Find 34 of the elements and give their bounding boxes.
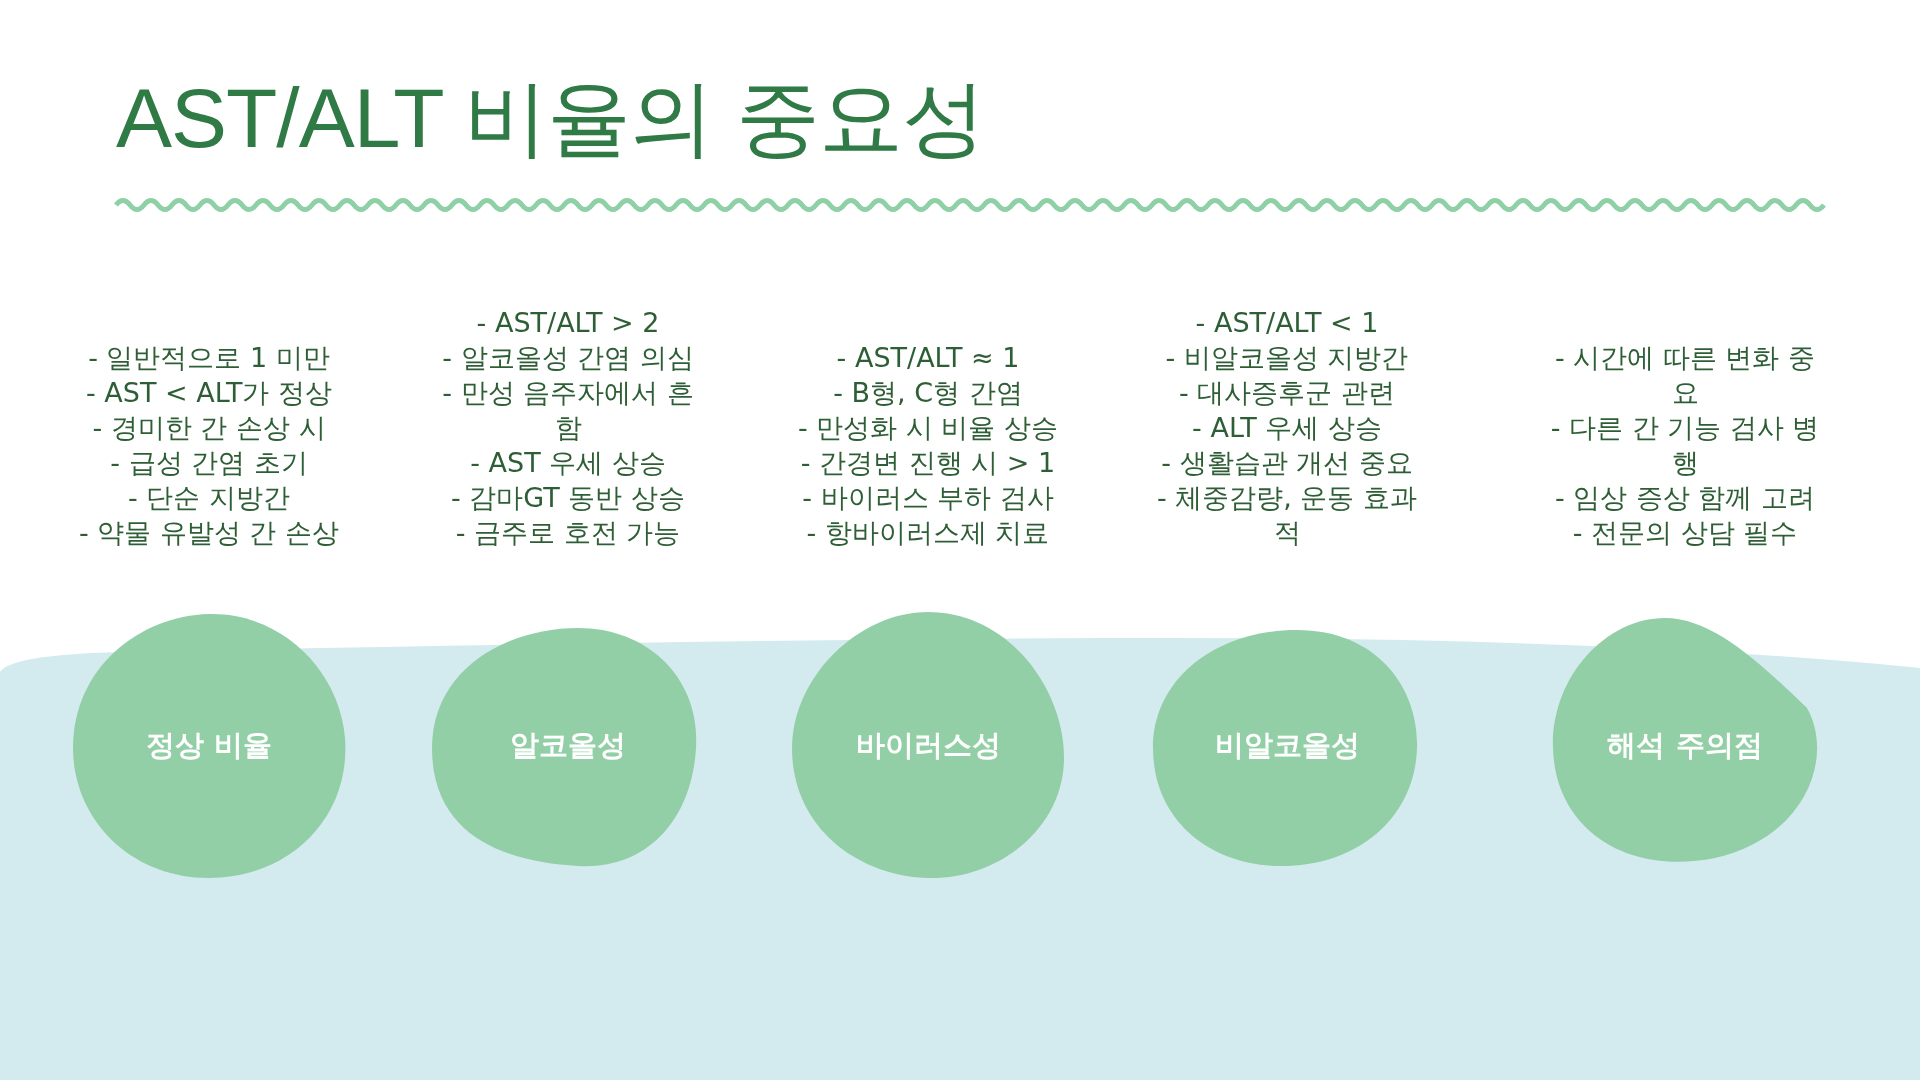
bullet-text: - 체중감량, 운동 효과적 (1155, 481, 1419, 550)
bullet-text: - AST/ALT > 2 (476, 306, 660, 340)
bullet-text: - 경미한 간 손상 시 (92, 411, 326, 445)
bullet-text: - 급성 간염 초기 (110, 446, 308, 480)
node-label: 해석 주의점 (1607, 726, 1763, 764)
node-label: 알코올성 (510, 726, 626, 764)
bullet-text: - 바이러스 부하 검사 (802, 481, 1054, 515)
bullet-text: - 생활습관 개선 중요 (1161, 446, 1413, 480)
bullet-text: - 비알코올성 지방간 (1165, 341, 1409, 375)
bullet-text: - 감마GT 동반 상승 (451, 481, 685, 515)
bullet-text: - B형, C형 간염 (833, 376, 1023, 410)
node-label: 바이러스성 (855, 726, 1001, 764)
bullet-text: - 대사증후군 관련 (1179, 376, 1395, 410)
bullet-text: - 약물 유발성 간 손상 (78, 516, 340, 550)
bullet-text: - 만성 음주자에서 흔함 (441, 376, 695, 445)
bullet-text: - 알코올성 간염 의심 (442, 341, 694, 375)
bullet-text: - 항바이러스제 치료 (806, 516, 1050, 550)
bullet-text: - ALT 우세 상승 (1192, 411, 1382, 445)
bullet-text: - AST/ALT < 1 (1195, 306, 1379, 340)
bullet-text: - 단순 지방간 (128, 481, 290, 515)
bullet-text: - 다른 간 기능 검사 병행 (1550, 411, 1820, 480)
bullet-text: - 일반적으로 1 미만 (88, 341, 330, 375)
bullet-text: - 간경변 진행 시 > 1 (800, 446, 1056, 480)
bullet-text: - AST < ALT가 정상 (85, 376, 333, 410)
bullet-text: - AST 우세 상승 (470, 446, 666, 480)
bullet-text: - 만성화 시 비율 상승 (797, 411, 1059, 445)
bullet-text: - 전문의 상담 필수 (1572, 516, 1798, 550)
bullet-text: - 금주로 호전 가능 (455, 516, 681, 550)
node-label: 비알코올성 (1214, 726, 1360, 764)
node-label: 정상 비율 (145, 726, 273, 764)
bullet-text: - 시간에 따른 변화 중요 (1553, 341, 1817, 410)
bullet-text: - 임상 증상 함께 고려 (1554, 481, 1816, 515)
bullet-text: - AST/ALT ≈ 1 (836, 341, 1020, 375)
slide-title: AST/ALT 비율의 중요성 (116, 70, 985, 167)
